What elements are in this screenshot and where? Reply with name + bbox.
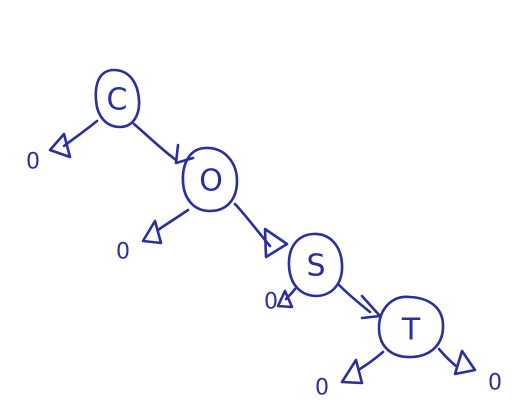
edge-s-t <box>337 283 382 320</box>
null-link-t-left-line <box>358 350 385 371</box>
node-s-label: S <box>306 249 325 284</box>
edge-c-o-arrowhead <box>174 143 195 165</box>
null-link-c-left: 0 <box>26 119 99 175</box>
edge-c-o-line <box>132 122 178 162</box>
edge-s-t-arrowhead <box>360 294 382 320</box>
edge-s-t-line <box>337 283 372 314</box>
edge-o-s-line <box>233 202 272 248</box>
edge-o-s <box>233 202 289 259</box>
null-link-s-left: 0 <box>264 287 297 315</box>
null-link-o-left: 0 <box>116 208 190 265</box>
null-link-t-right-triangle <box>453 349 477 376</box>
node-c: C <box>94 68 141 129</box>
node-c-circle <box>94 68 141 129</box>
null-link-c-left-label: 0 <box>26 150 40 175</box>
edge-o-s-arrowhead <box>263 227 289 259</box>
null-link-t-right: 0 <box>437 347 502 396</box>
node-s-circle <box>287 232 344 298</box>
null-link-o-left-triangle <box>141 219 163 245</box>
node-o-circle <box>181 146 239 213</box>
null-link-t-right-label: 0 <box>488 371 502 396</box>
null-link-c-left-line <box>62 119 99 148</box>
node-s: S <box>287 232 344 298</box>
node-t-label: T <box>401 313 421 348</box>
node-o: O <box>181 146 239 213</box>
null-link-o-left-label: 0 <box>116 240 130 265</box>
null-link-o-left-line <box>156 208 190 232</box>
node-o-label: O <box>199 164 223 199</box>
null-link-t-left-label: 0 <box>315 376 329 400</box>
node-t-circle <box>377 295 445 359</box>
node-t: T <box>377 295 445 359</box>
null-link-s-left-triangle <box>276 289 294 309</box>
null-link-t-left-triangle <box>340 358 364 385</box>
node-c-label: C <box>107 83 128 118</box>
null-link-t-left: 0 <box>315 350 385 400</box>
null-link-c-left-triangle <box>48 132 72 159</box>
null-link-t-right-line <box>437 347 458 368</box>
edge-c-o <box>132 122 195 165</box>
null-link-s-left-label: 0 <box>264 290 278 315</box>
